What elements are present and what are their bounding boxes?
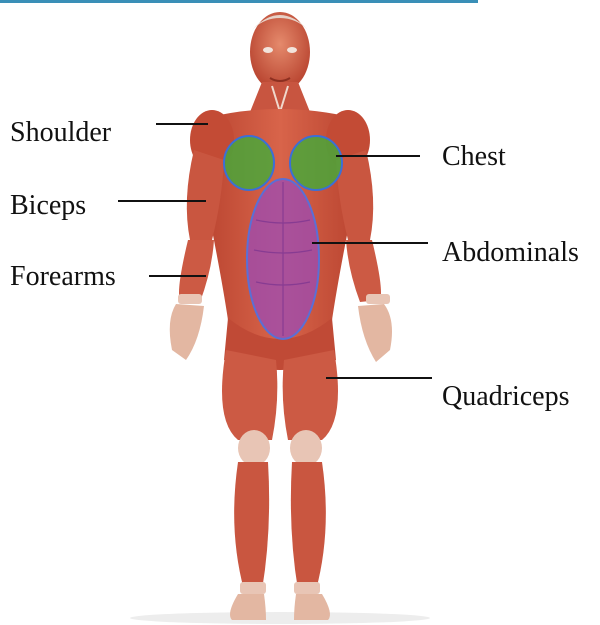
head: [250, 12, 310, 92]
label-shoulder: Shoulder: [10, 119, 111, 147]
right-leg: [283, 350, 338, 620]
right-arm: [336, 150, 392, 362]
neck: [250, 82, 310, 112]
chest-highlight-left: [224, 136, 274, 190]
label-chest: Chest: [442, 143, 506, 171]
label-quadriceps: Quadriceps: [442, 383, 570, 411]
label-abdominals: Abdominals: [442, 239, 579, 267]
label-biceps: Biceps: [10, 192, 86, 220]
chest-highlight-right: [290, 136, 342, 190]
left-arm: [170, 150, 224, 360]
label-forearms: Forearms: [10, 263, 116, 291]
floor-shadow: [130, 612, 430, 624]
left-leg: [222, 350, 277, 620]
